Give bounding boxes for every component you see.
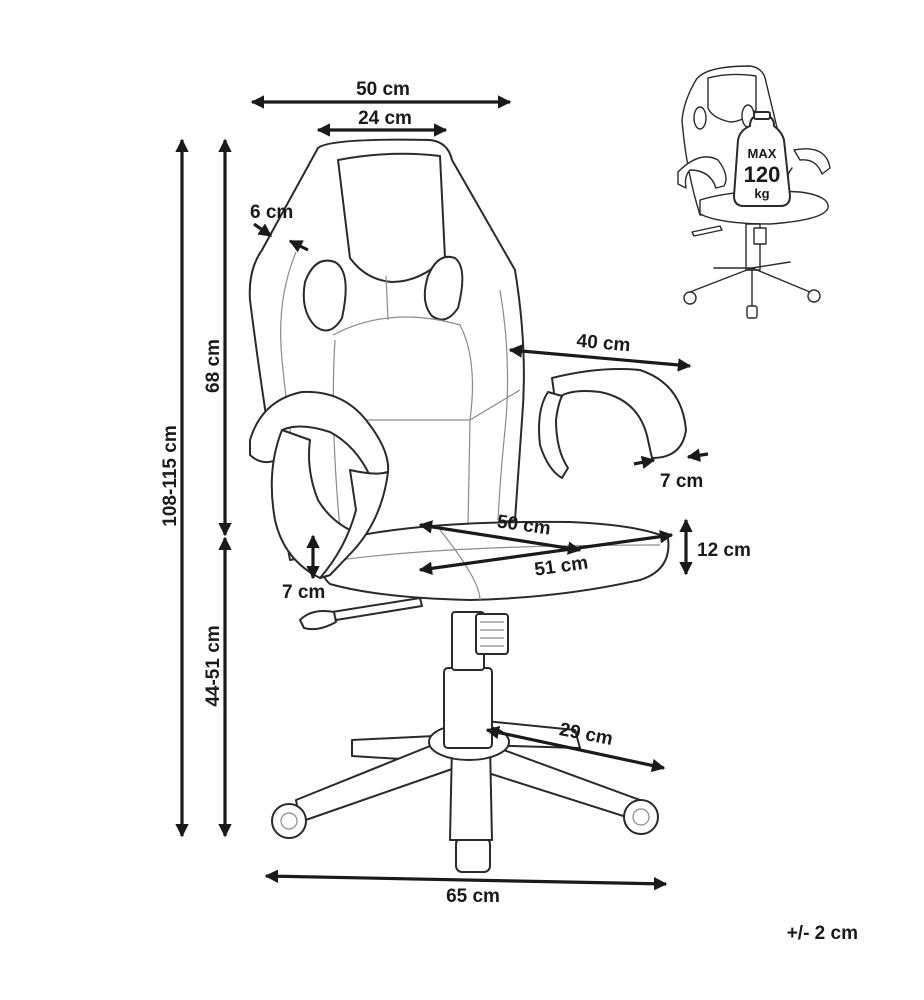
label-base-width: 65 cm [446,886,500,907]
arrow-bolster-right [288,239,309,253]
label-armrest-width: 7 cm [660,471,703,492]
label-total-height: 108-115 cm [160,425,181,526]
right-armrest [538,368,687,479]
front-right-caster [623,799,659,835]
dimension-labels: 50 cm 24 cm 6 cm 108-115 cm 68 cm 44-51 … [160,79,858,944]
rear-caster [455,837,491,873]
thumbnail-chair [677,65,831,319]
weight-unit: kg [754,186,769,201]
arrow-base-width [264,869,668,891]
label-seat-thickness: 12 cm [697,540,751,561]
height-adjust-lever [299,597,423,631]
left-armrest [249,390,390,579]
label-tolerance: +/- 2 cm [787,923,858,944]
label-backrest-width: 50 cm [356,79,410,100]
label-backrest-height: 68 cm [203,339,224,393]
arrow-seat-width [418,530,674,575]
gas-cylinder [443,611,509,749]
label-side-bolster: 6 cm [250,202,293,223]
arrow-armrest-length [508,344,692,372]
chair-drawing [248,138,687,873]
backrest [248,138,525,561]
weight-capacity-thumbnail: MAX 120 kg [677,65,831,319]
front-left-caster [271,803,307,839]
label-armrest-length: 40 cm [576,331,632,357]
arrow-leg-length [485,725,666,773]
weight-max-label: MAX [748,146,777,161]
arrow-armrest-width-left [633,455,656,469]
label-seat-height: 44-51 cm [203,625,224,706]
weight-value: 120 [744,162,781,187]
dimension-arrows [175,95,709,891]
label-headrest-width: 24 cm [358,108,412,129]
arrow-armrest-width-right [686,448,709,462]
weight-icon: MAX 120 kg [732,111,792,207]
arrow-bolster-left [253,222,273,238]
label-armrest-height: 7 cm [282,582,325,603]
